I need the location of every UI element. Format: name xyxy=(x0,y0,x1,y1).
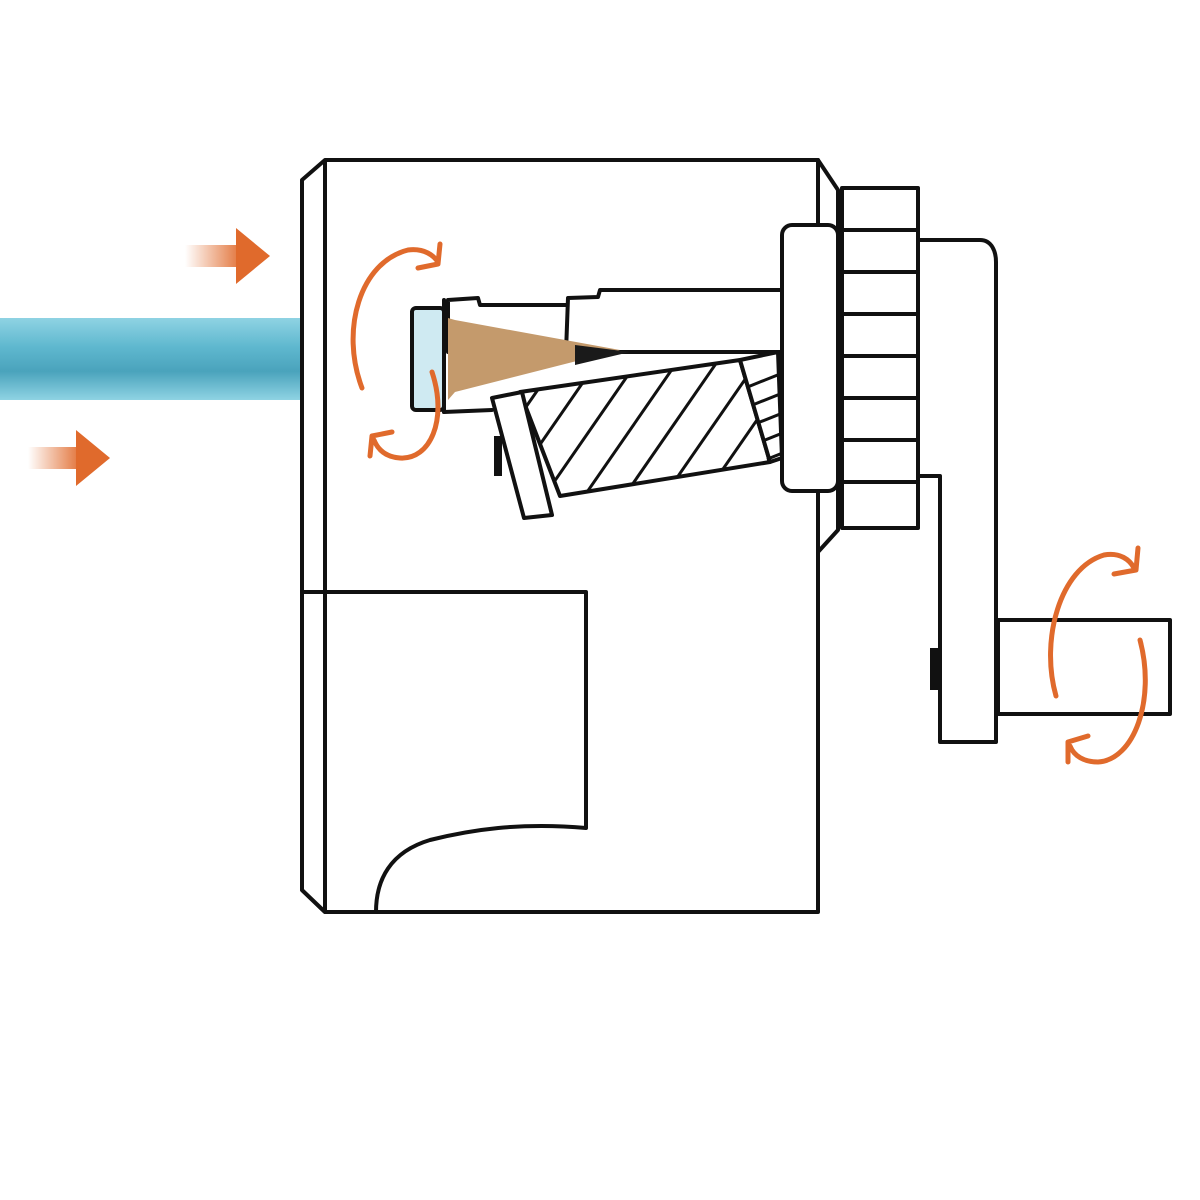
arrow-right-icon xyxy=(185,228,270,284)
guide-tube xyxy=(564,288,784,354)
cutter-flange xyxy=(490,390,554,520)
pencil-wood-overlay xyxy=(448,318,620,400)
rotate-icon xyxy=(1048,545,1148,765)
cutter-hatching xyxy=(520,360,770,496)
crank-handle xyxy=(996,618,1172,716)
push-arrows xyxy=(28,228,270,486)
pencil-lead-overlay xyxy=(575,345,630,365)
gear xyxy=(780,186,920,530)
rotate-icon xyxy=(350,241,443,461)
arrow-right-icon xyxy=(28,430,110,486)
crank-arm xyxy=(916,238,998,744)
sharpener-housing xyxy=(300,158,840,914)
crank xyxy=(916,238,1172,744)
cutter xyxy=(490,350,784,520)
cutter-tab xyxy=(494,436,502,476)
gear-hub xyxy=(780,223,840,493)
crank-tab xyxy=(930,648,938,690)
shavings-drawer xyxy=(300,590,588,914)
